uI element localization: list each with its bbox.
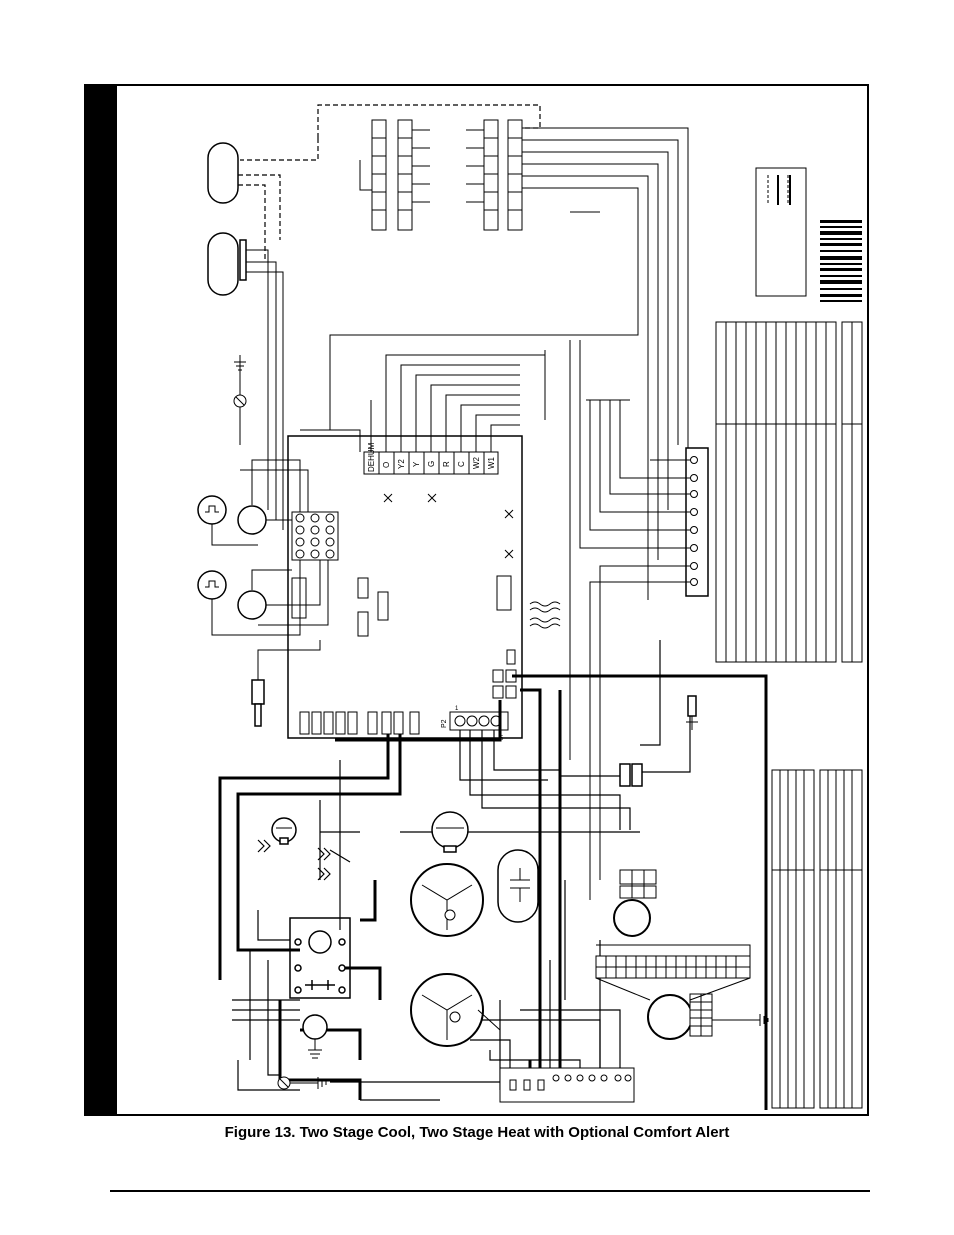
legend-table-lower bbox=[771, 769, 863, 1109]
legend-box-top bbox=[755, 167, 807, 297]
thermostat-wires bbox=[300, 350, 546, 452]
igniter-symbols bbox=[271, 811, 469, 853]
terminal-label-w2: W2 bbox=[472, 456, 481, 469]
twelve-pin-connector bbox=[291, 511, 339, 561]
flame-sensor bbox=[251, 640, 321, 727]
bottom-terminal-block bbox=[499, 1067, 635, 1103]
barcode bbox=[820, 220, 862, 302]
upper-left-wires bbox=[246, 249, 284, 530]
terminal-label-dehum: DEHUM bbox=[367, 442, 376, 472]
motor-windings bbox=[421, 884, 501, 1040]
terminal-labels: DEHUM O Y2 Y G R C W2 W1 bbox=[367, 442, 496, 472]
board-quick-connects bbox=[299, 711, 420, 735]
ground-symbol-lower bbox=[277, 1076, 327, 1090]
footer-rule bbox=[110, 1190, 870, 1192]
terminal-label-c: C bbox=[457, 461, 466, 467]
terminal-label-o: O bbox=[382, 462, 391, 468]
p2-pin-1: 1 bbox=[455, 706, 459, 712]
fan-motor-plug bbox=[619, 869, 713, 1037]
figure-caption: Figure 13. Two Stage Cool, Two Stage Hea… bbox=[224, 1124, 730, 1141]
terminal-label-y: Y bbox=[412, 461, 421, 467]
terminal-label-g: G bbox=[427, 461, 436, 467]
lower-wiring bbox=[232, 640, 691, 1101]
limit-switch-wires bbox=[205, 459, 329, 636]
spark-gap bbox=[257, 839, 351, 881]
diagram-side-bar bbox=[85, 85, 117, 1115]
run-capacitor bbox=[497, 849, 539, 923]
board-leds bbox=[383, 493, 514, 559]
plug-pin-marks bbox=[372, 137, 522, 211]
ground-symbol-right bbox=[712, 1014, 769, 1026]
terminal-label-w1: W1 bbox=[487, 456, 496, 469]
board-components bbox=[291, 575, 517, 699]
plug-wires bbox=[329, 127, 689, 600]
heater-terminal-strip bbox=[595, 944, 751, 1001]
ground-symbol-upper bbox=[233, 355, 247, 445]
terminal-label-y2: Y2 bbox=[397, 459, 406, 469]
p2-connector: P2 1 5 bbox=[441, 706, 509, 742]
plug-connectors bbox=[371, 119, 523, 231]
thermistor-right bbox=[619, 695, 698, 787]
limit-switches-left bbox=[197, 495, 267, 620]
thermostat-terminal-block bbox=[363, 451, 499, 475]
pressure-switch-upper bbox=[207, 142, 247, 296]
right-strip-wires bbox=[569, 340, 690, 900]
p2-pin-5: 5 bbox=[500, 736, 504, 742]
legend-table-upper bbox=[715, 321, 863, 663]
control-board bbox=[287, 435, 523, 739]
p2-label: P2 bbox=[441, 719, 448, 728]
gas-valve-motor bbox=[302, 1014, 328, 1059]
right-terminal-strip bbox=[685, 447, 709, 597]
terminal-label-r: R bbox=[442, 461, 451, 467]
transformer bbox=[529, 601, 561, 629]
relay-block bbox=[289, 917, 351, 999]
